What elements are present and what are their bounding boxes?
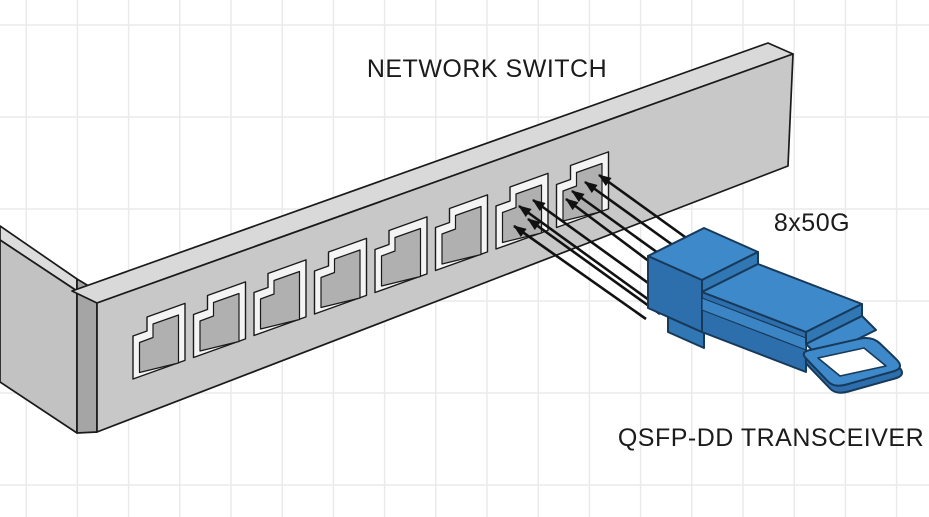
lane-arrow <box>527 217 661 316</box>
switch-port-4 <box>313 237 368 315</box>
switch-port-1 <box>132 302 186 380</box>
switch-port-opening <box>441 205 482 265</box>
switch-port-opening <box>259 270 301 330</box>
switch-left-flap <box>0 239 78 434</box>
switch-port-opening <box>199 292 240 352</box>
switch-title-label: NETWORK SWITCH <box>367 55 607 83</box>
switch-port-6 <box>434 194 489 272</box>
transceiver-side-groove <box>701 297 807 351</box>
link-speed-label: 8x50G <box>774 209 850 237</box>
switch-port-opening <box>138 314 180 374</box>
pull-tab-loop-hole <box>817 347 887 377</box>
switch-port-5 <box>374 216 428 294</box>
switch-ports <box>132 151 610 380</box>
transceiver-title-label: QSFP-DD TRANSCEIVER <box>618 424 924 452</box>
switch-port-opening <box>320 249 361 309</box>
switch-port-3 <box>253 259 307 337</box>
lane-arrow <box>513 224 647 321</box>
switch-port-opening <box>380 227 422 287</box>
switch-port-2 <box>192 281 247 359</box>
qsfp-dd-transceiver <box>647 227 903 394</box>
